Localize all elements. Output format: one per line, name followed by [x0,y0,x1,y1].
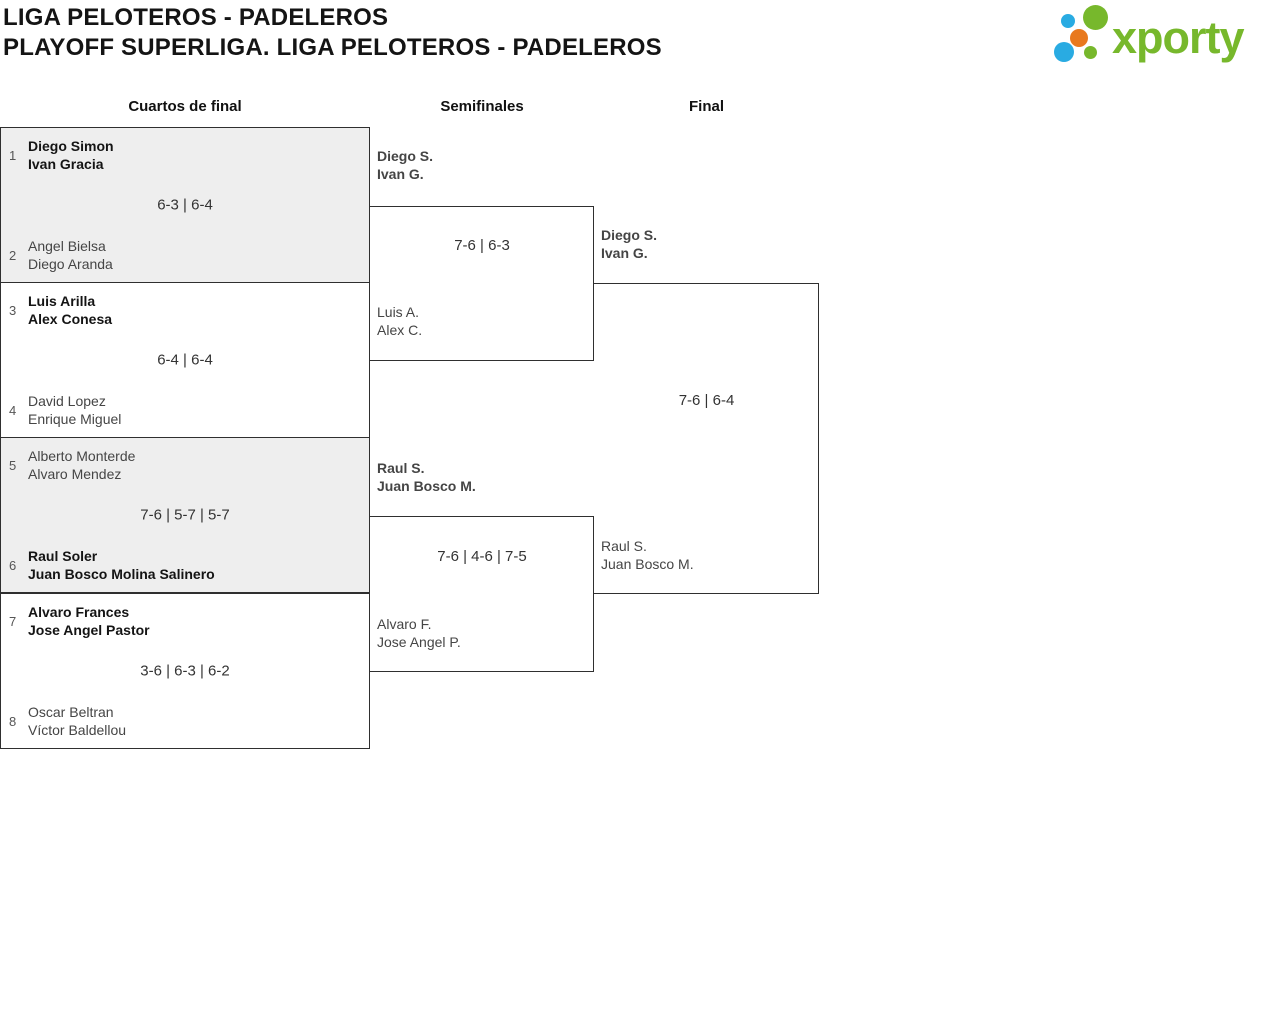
match-score: 7-6 | 6-4 [678,392,735,409]
league-title: LIGA PELOTEROS - PADELEROS [3,4,389,31]
player-name: Angel Bielsa [28,238,106,254]
seed-number: 5 [9,457,17,473]
playoff-title: PLAYOFF SUPERLIGA. LIGA PELOTEROS - PADE… [3,34,662,61]
team-players: David Lopez Enrique Miguel [28,392,121,428]
seed-number: 4 [9,402,17,418]
match-score: 7-6 | 4-6 | 7-5 [437,548,527,565]
player-name: Juan Bosco Molina Salinero [28,566,215,582]
match-score: 3-6 | 6-3 | 6-2 [140,662,230,680]
player-name: Diego Aranda [28,256,113,272]
final-match[interactable] [594,283,819,594]
team-players: Diego Simon Ivan Gracia [28,137,114,173]
logo-dot-icon [1083,5,1108,30]
team-players: Angel Bielsa Diego Aranda [28,237,113,273]
player-name: Ivan Gracia [28,156,104,172]
match-score: 7-6 | 5-7 | 5-7 [140,506,230,524]
team-players: Raul S. Juan Bosco M. [377,459,476,495]
semifinal-match-2[interactable] [370,516,594,672]
logo-dot-icon [1084,46,1097,59]
player-name: Alvaro Mendez [28,466,122,482]
player-name: Diego S. [377,148,434,164]
seed-number: 7 [9,613,17,629]
player-name: Raul S. [601,538,647,554]
player-name: Juan Bosco M. [601,556,694,572]
player-name: Ivan G. [377,166,424,182]
player-name: Ivan G. [601,245,648,261]
player-name: Alvaro F. [377,616,432,632]
player-name: Oscar Beltran [28,704,114,720]
quarterfinal-match-3[interactable]: 5 Alberto Monterde Alvaro Mendez 7-6 | 5… [0,437,370,593]
logo-dot-icon [1070,29,1088,47]
player-name: Alex C. [377,322,423,338]
column-header-quarterfinals: Cuartos de final [128,98,242,115]
team-players: Luis Arilla Alex Conesa [28,292,112,328]
player-name: Enrique Miguel [28,411,122,427]
team-players: Raul Soler Juan Bosco Molina Salinero [28,547,215,583]
seed-number: 3 [9,302,17,318]
match-score: 7-6 | 6-3 [454,237,510,254]
player-name: Raul S. [377,460,425,476]
player-name: Jose Angel Pastor [28,622,150,638]
player-name: Alvaro Frances [28,604,130,620]
player-name: Alex Conesa [28,311,113,327]
team-players: Diego S. Ivan G. [377,147,433,183]
player-name: Luis A. [377,304,420,320]
player-name: Juan Bosco M. [377,478,476,494]
player-name: Raul Soler [28,548,98,564]
seed-number: 6 [9,557,17,573]
player-name: Luis Arilla [28,293,96,309]
seed-number: 1 [9,147,17,163]
team-players: Luis A. Alex C. [377,303,422,339]
player-name: Diego S. [601,227,658,243]
team-players: Alvaro Frances Jose Angel Pastor [28,603,150,639]
team-players: Diego S. Ivan G. [601,226,657,262]
quarterfinal-match-4[interactable]: 7 Alvaro Frances Jose Angel Pastor 3-6 |… [0,593,370,749]
column-header-final: Final [688,98,724,115]
team-players: Alberto Monterde Alvaro Mendez [28,447,135,483]
quarterfinal-match-1[interactable]: 1 Diego Simon Ivan Gracia 6-3 | 6-4 2 An… [0,127,370,283]
team-players: Alvaro F. Jose Angel P. [377,615,461,651]
seed-number: 8 [9,713,17,729]
player-name: Diego Simon [28,138,114,154]
xporty-logo[interactable]: xporty [1050,0,1275,78]
team-players: Oscar Beltran Víctor Baldellou [28,703,126,739]
match-score: 6-4 | 6-4 [157,351,213,369]
player-name: Alberto Monterde [28,448,136,464]
team-players: Raul S. Juan Bosco M. [601,537,694,573]
seed-number: 2 [9,247,17,263]
logo-dot-icon [1061,14,1075,28]
player-name: David Lopez [28,393,106,409]
logo-wordmark: xporty [1112,12,1245,63]
quarterfinal-match-2[interactable]: 3 Luis Arilla Alex Conesa 6-4 | 6-4 4 Da… [0,282,370,438]
player-name: Jose Angel P. [377,634,461,650]
match-score: 6-3 | 6-4 [157,196,213,214]
player-name: Víctor Baldellou [28,722,127,738]
logo-dot-icon [1054,42,1074,62]
semifinal-match-1[interactable] [370,206,594,361]
page-header: LIGA PELOTEROS - PADELEROS PLAYOFF SUPER… [3,3,662,63]
column-header-semifinals: Semifinales [440,98,524,115]
